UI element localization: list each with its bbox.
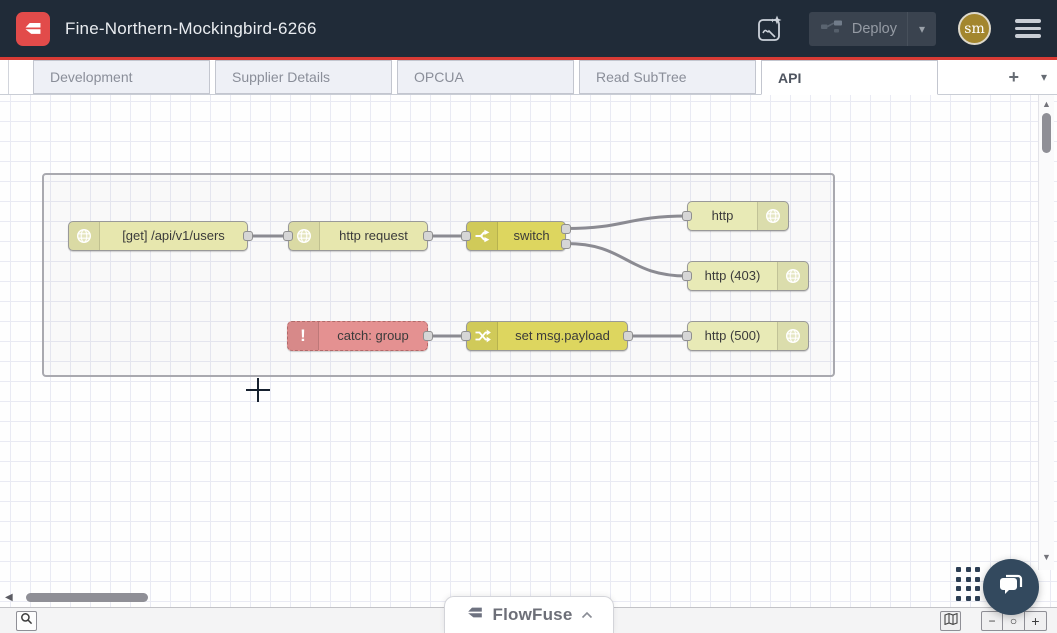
node-label: http (403) bbox=[704, 268, 761, 283]
add-flow-button[interactable]: + bbox=[1008, 66, 1019, 87]
node-port-in-http500[interactable] bbox=[682, 331, 692, 341]
flow-node-switch[interactable]: switch bbox=[466, 221, 566, 251]
header-accent-divider bbox=[0, 57, 1057, 60]
tab-scroll-left-pad bbox=[0, 60, 9, 94]
app-header: Fine-Northern-Mockingbird-6266 Deploy ▾ bbox=[0, 0, 1057, 57]
node-port-out-change[interactable] bbox=[623, 331, 633, 341]
vertical-scrollbar[interactable]: ▲ ▼ bbox=[1038, 95, 1054, 570]
wire-switch-to-http200[interactable] bbox=[564, 214, 689, 230]
scroll-up-icon[interactable]: ▲ bbox=[1042, 99, 1051, 109]
vertical-scroll-thumb[interactable] bbox=[1042, 113, 1051, 153]
chat-launcher-button[interactable] bbox=[983, 559, 1039, 615]
tab-label: OPCUA bbox=[414, 69, 464, 85]
deploy-options-caret-icon[interactable]: ▾ bbox=[907, 11, 936, 46]
flow-node-change[interactable]: set msg.payload bbox=[466, 321, 628, 351]
deploy-label: Deploy bbox=[851, 20, 897, 37]
node-label: [get] /api/v1/users bbox=[122, 228, 225, 243]
search-button[interactable] bbox=[16, 611, 37, 631]
user-avatar[interactable]: sm bbox=[958, 12, 991, 45]
switch-icon bbox=[467, 222, 498, 250]
node-port-in-httpreq[interactable] bbox=[283, 231, 293, 241]
node-port-in-http200[interactable] bbox=[682, 211, 692, 221]
tab-label: Read SubTree bbox=[596, 69, 687, 85]
wire-layer bbox=[246, 214, 689, 338]
flow-node-catch[interactable]: ! catch: group bbox=[287, 321, 428, 351]
tab-strip: Development Supplier Details OPCUA Read Sub… bbox=[33, 60, 943, 95]
node-port-out-httpreq[interactable] bbox=[423, 231, 433, 241]
tab-label: Development bbox=[50, 69, 133, 85]
flow-node-http500[interactable]: http (500) bbox=[687, 321, 809, 351]
flowfuse-brand-label: FlowFuse bbox=[492, 605, 573, 624]
tab-supplier-details[interactable]: Supplier Details bbox=[215, 60, 392, 94]
workspace-tabbar: Development Supplier Details OPCUA Read Sub… bbox=[0, 60, 1057, 95]
globe-icon bbox=[777, 262, 808, 290]
horizontal-scrollbar[interactable]: ◀ bbox=[0, 590, 1030, 606]
exclamation-icon: ! bbox=[288, 322, 319, 350]
scroll-left-icon[interactable]: ◀ bbox=[5, 592, 13, 603]
node-label: switch bbox=[513, 228, 550, 243]
flow-node-httpin[interactable]: [get] /api/v1/users bbox=[68, 221, 248, 251]
globe-icon bbox=[757, 202, 788, 230]
flowfuse-gray-logo-icon bbox=[465, 603, 485, 628]
main-menu-hamburger-icon[interactable] bbox=[1015, 19, 1041, 38]
wire-switch-to-http403[interactable] bbox=[564, 242, 689, 278]
node-port-out-switch[interactable] bbox=[561, 223, 571, 234]
zoom-out-button[interactable]: − bbox=[981, 611, 1003, 631]
chat-bubble-icon bbox=[997, 571, 1025, 604]
assistant-sparkle-icon[interactable] bbox=[755, 14, 785, 44]
node-label: set msg.payload bbox=[515, 328, 610, 343]
instance-title: Fine-Northern-Mockingbird-6266 bbox=[65, 18, 317, 38]
globe-icon bbox=[289, 222, 320, 250]
crosshair-cursor bbox=[257, 378, 259, 402]
navigator-toggle-button[interactable] bbox=[940, 611, 961, 631]
node-label: http (500) bbox=[704, 328, 761, 343]
node-port-in-change[interactable] bbox=[461, 331, 471, 341]
node-label: catch: group bbox=[337, 328, 409, 343]
zoom-in-button[interactable]: + bbox=[1025, 611, 1047, 631]
flow-node-http200[interactable]: http bbox=[687, 201, 789, 231]
globe-icon bbox=[69, 222, 100, 250]
tab-label: Supplier Details bbox=[232, 69, 331, 85]
tab-read-subtree[interactable]: Read SubTree bbox=[579, 60, 756, 94]
flowfuse-logo-icon[interactable] bbox=[16, 11, 50, 46]
horizontal-scroll-thumb[interactable] bbox=[26, 593, 148, 602]
deploy-nodes-icon bbox=[820, 19, 843, 38]
tab-label: API bbox=[778, 69, 802, 86]
node-port-out-catch[interactable] bbox=[423, 331, 433, 341]
shuffle-icon bbox=[467, 322, 498, 350]
search-icon bbox=[20, 612, 33, 630]
flow-node-httpreq[interactable]: http request bbox=[288, 221, 428, 251]
node-label: http bbox=[711, 208, 734, 223]
node-port-in-http403[interactable] bbox=[682, 271, 692, 281]
scroll-down-icon[interactable]: ▼ bbox=[1042, 552, 1051, 562]
deploy-button[interactable]: Deploy ▾ bbox=[808, 11, 936, 46]
globe-icon bbox=[777, 322, 808, 350]
tab-api[interactable]: API bbox=[761, 60, 938, 95]
node-port-out-switch[interactable] bbox=[561, 238, 571, 249]
node-label: http request bbox=[339, 228, 408, 243]
node-port-in-switch[interactable] bbox=[461, 231, 471, 241]
node-port-out-httpin[interactable] bbox=[243, 231, 253, 241]
chevron-up-icon bbox=[581, 606, 593, 624]
map-icon bbox=[943, 612, 958, 630]
tab-opcua[interactable]: OPCUA bbox=[397, 60, 574, 94]
tab-development[interactable]: Development bbox=[33, 60, 210, 94]
flowfuse-drawer-toggle[interactable]: FlowFuse bbox=[443, 596, 614, 633]
flow-canvas[interactable]: [get] /api/v1/users http request switch htt… bbox=[0, 95, 1057, 633]
chat-drag-handle[interactable] bbox=[956, 567, 980, 601]
flow-list-caret-icon[interactable]: ▾ bbox=[1040, 70, 1047, 84]
zoom-controls: − ○ + bbox=[981, 611, 1047, 631]
flow-node-http403[interactable]: http (403) bbox=[687, 261, 809, 291]
